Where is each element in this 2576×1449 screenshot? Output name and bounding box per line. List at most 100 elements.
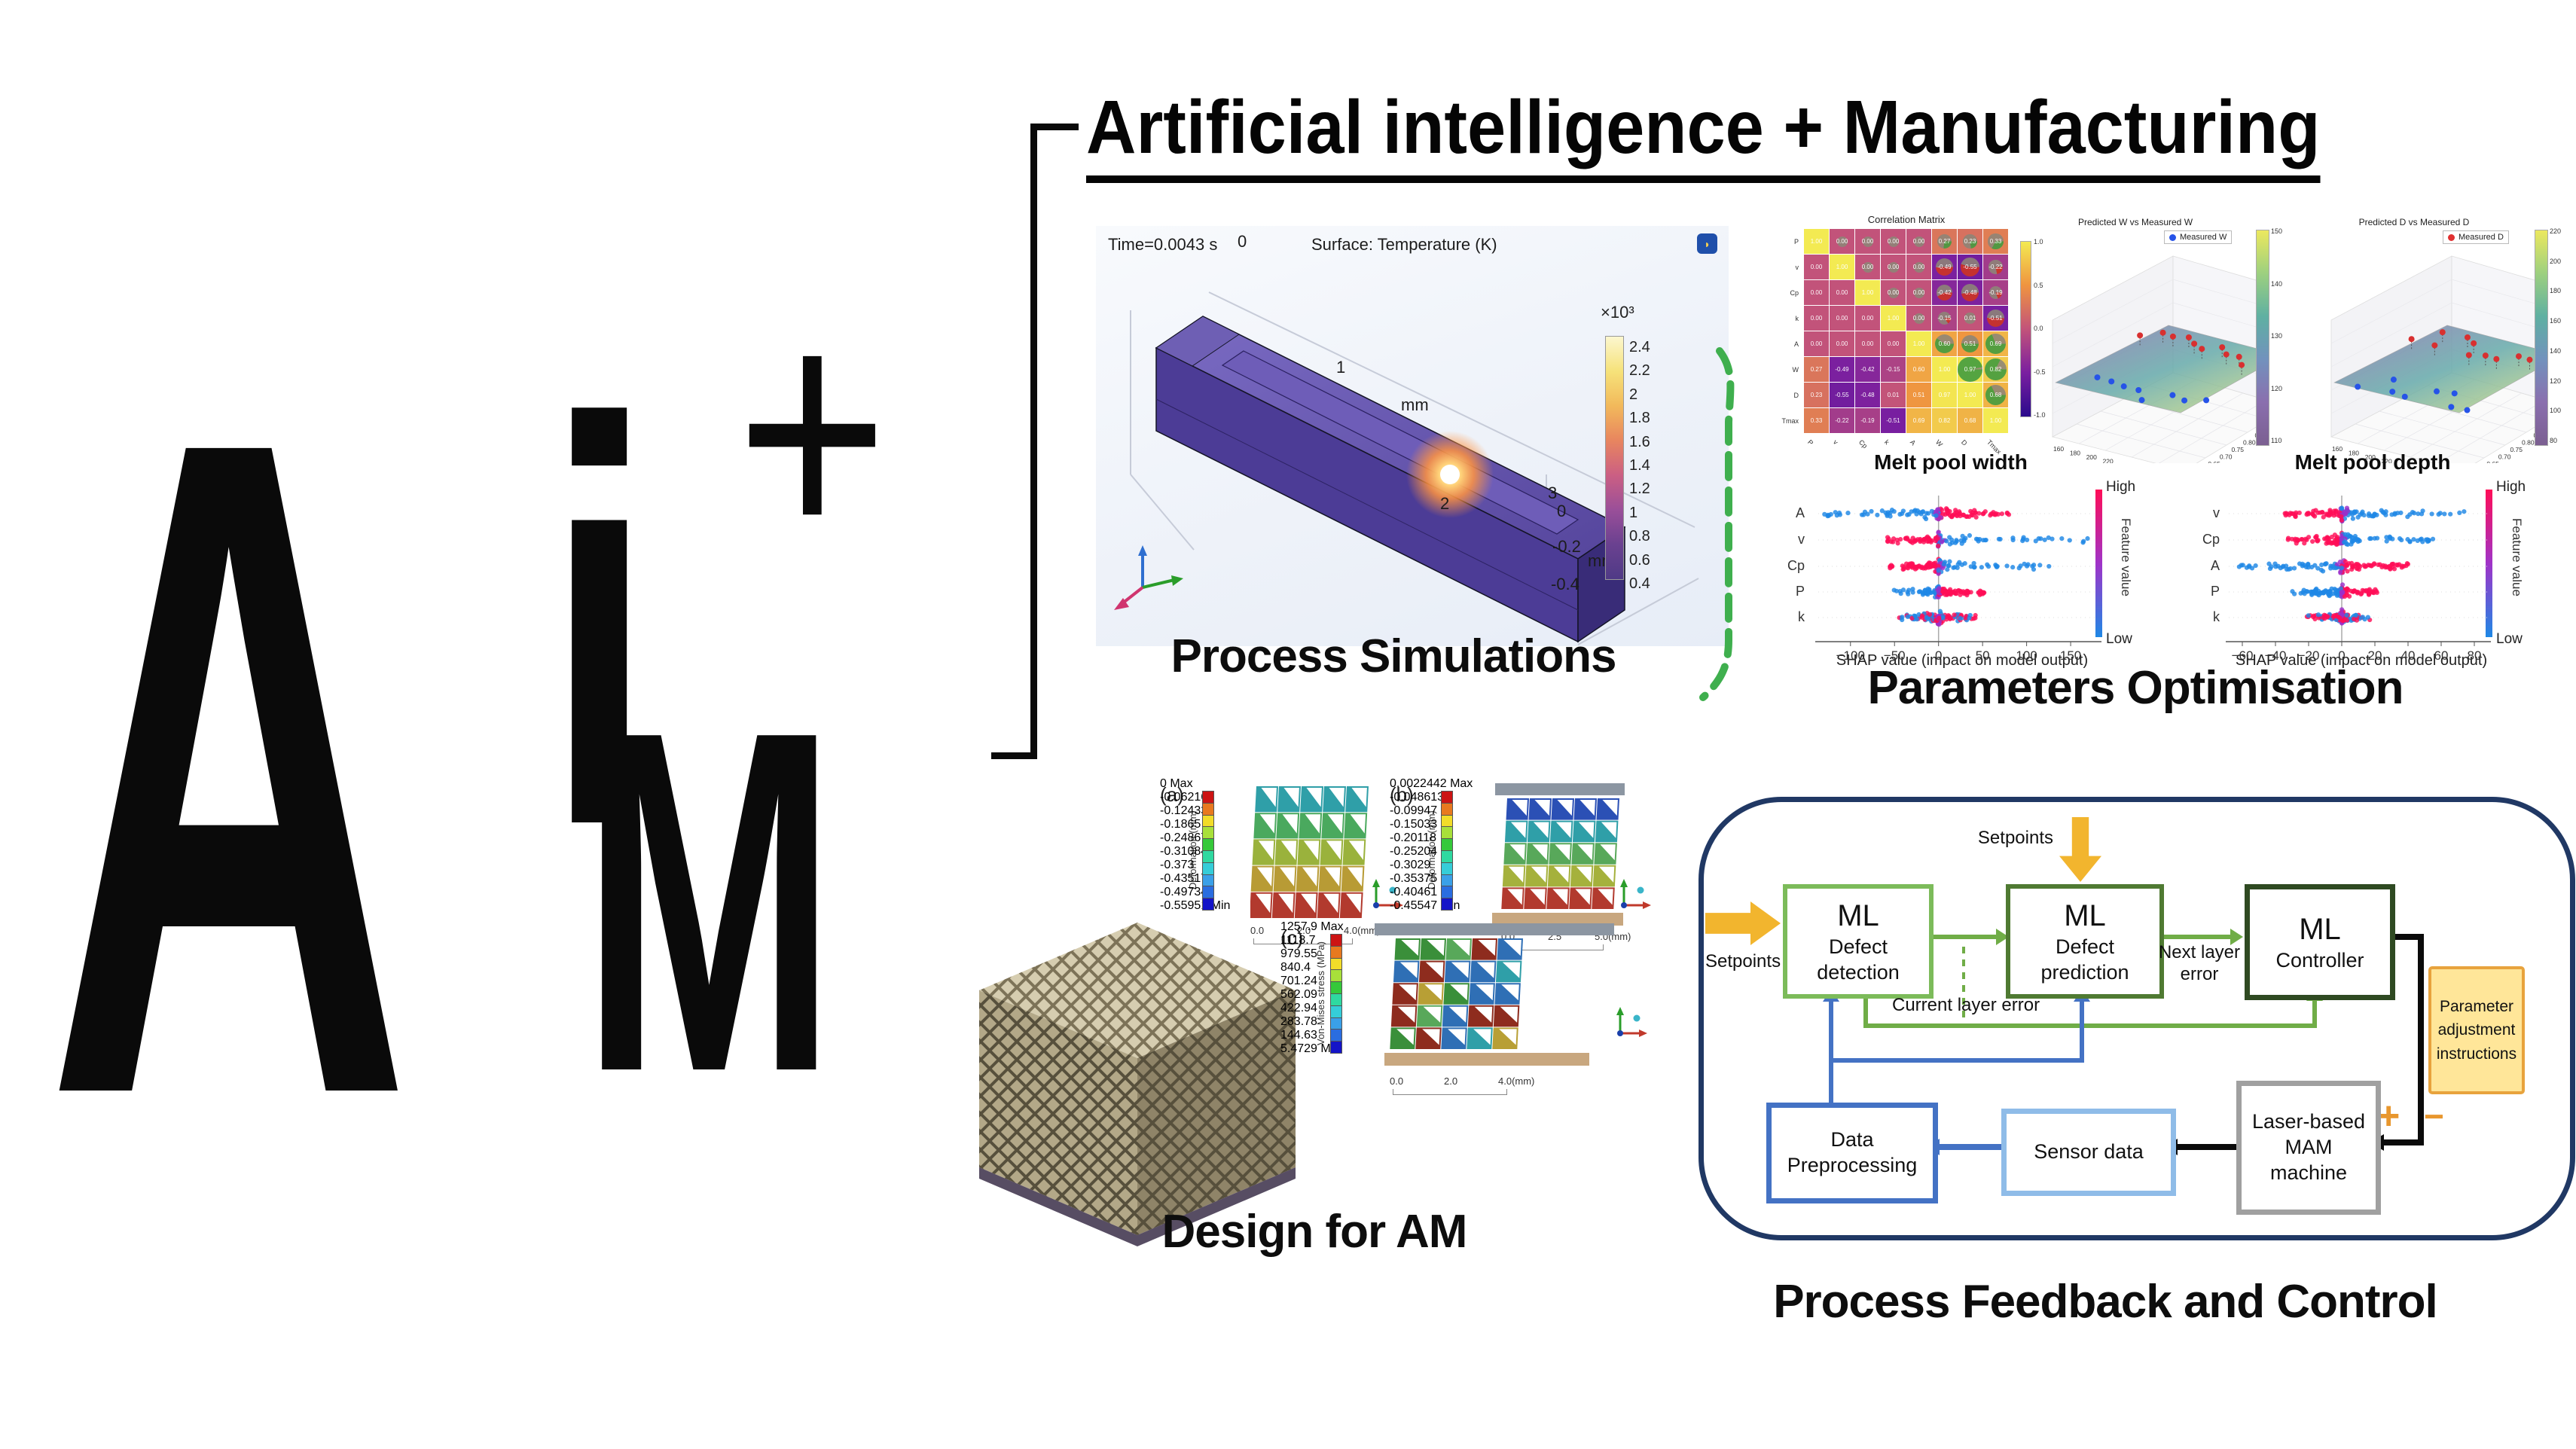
dashed-brace	[1699, 347, 1735, 701]
sim-colorbar-tick: 1.8	[1629, 410, 1650, 427]
svg-text:50: 50	[1976, 648, 1990, 663]
feature-value-label: Feature value	[2119, 518, 2133, 596]
legend-dot	[2448, 233, 2455, 241]
corr-cell: 0.00	[1906, 306, 1931, 331]
svg-text:220: 220	[2382, 458, 2392, 463]
svg-text:180: 180	[2070, 449, 2080, 456]
shap-feature-label: v	[1798, 532, 1805, 547]
feature-value-low: Low	[2496, 631, 2523, 647]
sim-colorbar-tick: 1	[1629, 504, 1638, 521]
corr-cell: 0.23	[1958, 229, 1982, 254]
logo-letter-i: i	[544, 305, 655, 944]
svg-text:−20: −20	[2298, 648, 2320, 663]
corr-row-label: Tmax	[1781, 417, 1799, 425]
feature-value-label: Feature value	[2510, 518, 2524, 596]
svg-text:−60: −60	[2232, 648, 2254, 663]
corr-cell: 0.01	[1881, 383, 1906, 407]
corr-cell: 1.00	[1804, 229, 1829, 254]
svg-text:20: 20	[2368, 648, 2382, 663]
svg-text:180: 180	[2349, 449, 2359, 456]
process-simulation-image: Time=0.0043 s Surface: Temperature (K) ◗…	[1096, 226, 1729, 646]
svg-text:0.70: 0.70	[2220, 453, 2233, 460]
svg-text:160: 160	[2053, 445, 2064, 453]
corr-row-label: v	[1795, 264, 1799, 271]
corr-cell: 1.00	[1906, 331, 1931, 356]
corr-cell: -0.22	[1830, 408, 1854, 433]
panel-tag: (c)	[1280, 926, 1304, 949]
shap-feature-label: A	[2210, 558, 2220, 573]
corr-cell: 0.00	[1830, 229, 1854, 254]
corr-cell: 0.68	[1958, 408, 1982, 433]
sim-axis-neg02: -0.2	[1552, 537, 1581, 556]
fea-panel-b: (b)Deformation (mm)0.0022442 Max-0.04861…	[1390, 777, 1651, 950]
sim-colorbar-tick: 1.4	[1629, 457, 1650, 474]
plot-d-title: Predicted D vs Measured D	[2358, 217, 2470, 227]
plot-icon[interactable]: ◗	[1697, 233, 1717, 254]
corr-cell: -0.22	[1983, 255, 2008, 279]
corr-cell: 0.00	[1855, 255, 1880, 279]
svg-text:60: 60	[2434, 648, 2449, 663]
bottom-plate	[1384, 1053, 1589, 1066]
sim-colorbar-tick: 0.6	[1629, 551, 1650, 569]
shap-feature-label: P	[1795, 584, 1805, 599]
corr-cell: 0.00	[1906, 229, 1931, 254]
shap-feature-label: A	[1795, 505, 1805, 520]
corr-cell: -0.15	[1881, 357, 1906, 382]
svg-text:200: 200	[2086, 453, 2097, 461]
feature-value-low: Low	[2106, 631, 2132, 647]
sim-colorbar-tick: 1.6	[1629, 433, 1650, 450]
corr-cell: 0.00	[1830, 331, 1854, 356]
corr-cell: 0.00	[1906, 255, 1931, 279]
bracket-vertical-line	[1030, 124, 1037, 759]
corr-row-label: Cp	[1790, 289, 1799, 297]
shap-width-title: Melt pool width	[1874, 450, 2028, 474]
corr-cell: 0.00	[1881, 255, 1906, 279]
correlation-matrix-title: Correlation Matrix	[1867, 214, 1946, 225]
svg-text:0.85: 0.85	[2534, 432, 2535, 439]
corr-cell: 0.51	[1958, 331, 1982, 356]
corr-cell: -0.42	[1855, 357, 1880, 382]
corr-cell: 0.33	[1983, 229, 2008, 254]
corr-cell: 0.69	[1983, 331, 2008, 356]
shap-depth-title: Melt pool depth	[2294, 450, 2451, 474]
corr-cell: 0.27	[1804, 357, 1829, 382]
bracket-top-line	[1030, 124, 1079, 130]
svg-text:220: 220	[2103, 458, 2114, 463]
corr-cell: 0.68	[1983, 383, 2008, 407]
legend-dot	[2169, 233, 2176, 241]
sim-axis-0b: 0	[1557, 502, 1567, 520]
shap-width-xlabel: SHAP value (impact on model output)	[1836, 652, 2089, 669]
current-layer-error-label: Current layer error	[1892, 995, 2040, 1015]
corr-cell: 0.01	[1958, 306, 1982, 331]
corr-cell: 0.00	[1855, 306, 1880, 331]
caption-process-feedback-control: Process Feedback and Control	[1773, 1276, 2438, 1328]
corr-cell: 0.00	[1906, 280, 1931, 305]
feature-value-high: High	[2496, 479, 2526, 495]
svg-text:240: 240	[2119, 462, 2129, 463]
sim-colorbar-tick: 1.2	[1629, 480, 1650, 498]
corr-cell: 0.82	[1983, 357, 2008, 382]
corr-cell: -0.48	[1958, 280, 1982, 305]
corr-cell: -0.51	[1881, 408, 1906, 433]
svg-text:0.85: 0.85	[2255, 432, 2256, 439]
plot-w-title: Predicted W vs Measured W	[2077, 217, 2193, 227]
plot-w-legend: Measured W	[2164, 230, 2233, 244]
top-plate	[1375, 923, 1614, 935]
page-title: Artificial intelligence + Manufacturing	[1086, 84, 2321, 183]
corr-cell: 1.00	[1983, 408, 2008, 433]
predicted-d-plot: Predicted D vs Measured D Measured D 250…	[2309, 211, 2576, 463]
corr-cell: -0.51	[1983, 306, 2008, 331]
corr-row-label: A	[1793, 340, 1799, 348]
caption-parameters-optimisation: Parameters Optimisation	[1867, 662, 2404, 714]
feature-value-high: High	[2106, 479, 2136, 495]
logo-letter-m: M	[581, 630, 837, 1173]
corr-col-label: v	[1831, 438, 1840, 447]
corr-cell: 0.60	[1906, 357, 1931, 382]
